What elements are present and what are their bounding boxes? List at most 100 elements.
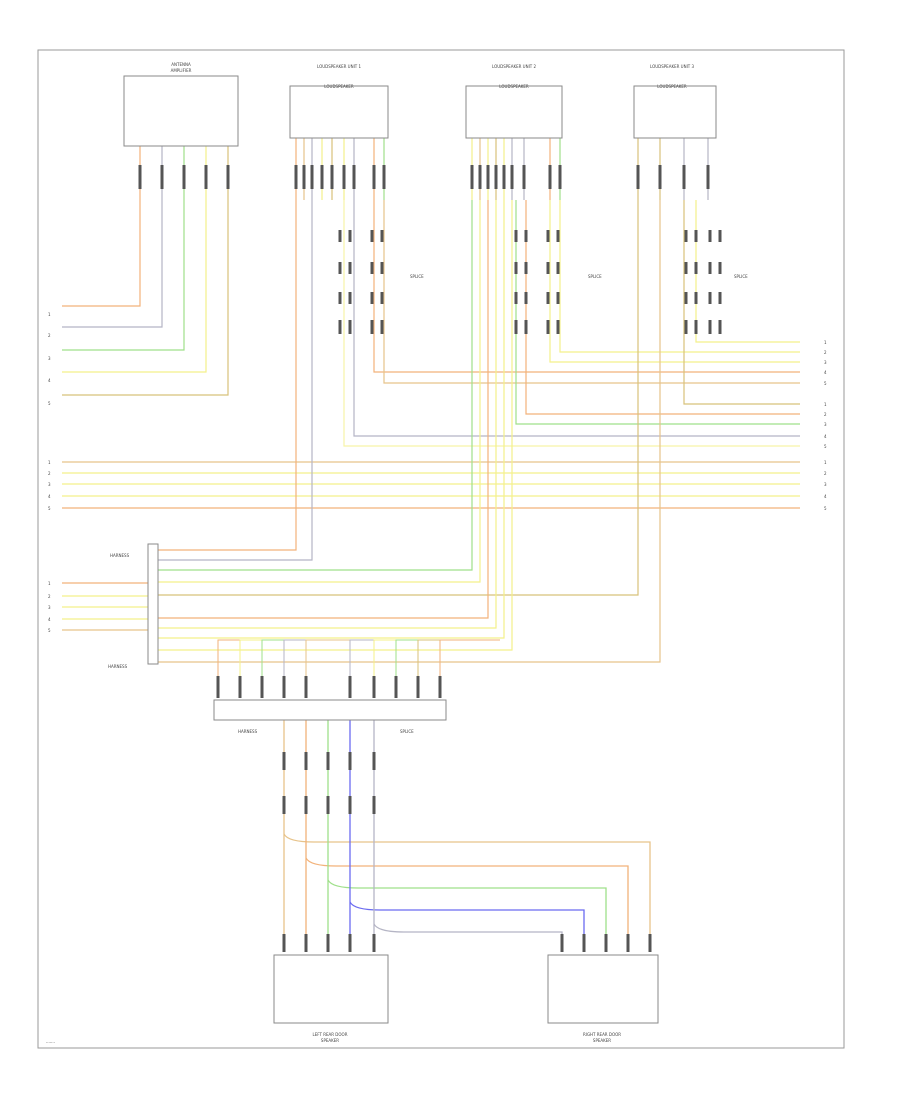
- splice-pin: [348, 320, 352, 334]
- right-label-group1-2: 2: [824, 350, 827, 355]
- right-door-wire-1: [283, 833, 651, 940]
- splice-pin: [524, 320, 528, 334]
- right-bus1-wire-5: [383, 200, 800, 384]
- right-label-group3-2: 2: [824, 471, 827, 476]
- harness-label-top: HARNESS: [110, 553, 130, 558]
- left-label-group3-3: 3: [48, 605, 51, 610]
- component-name-unit-3: LOUDSPEAKER UNIT 3: [650, 64, 694, 69]
- splice-pin: [708, 292, 712, 304]
- component-name-right-rear-door: RIGHT REAR DOOR: [583, 1032, 621, 1037]
- right-label-group1-5: 5: [824, 381, 827, 386]
- splice-pin: [370, 320, 374, 334]
- bottom-connector-pin: [416, 676, 420, 698]
- right-door-wire-2: [305, 857, 629, 940]
- right-door-wire-4: [349, 901, 585, 940]
- door-connector-pin: [326, 752, 330, 770]
- door-connector-pin: [372, 752, 376, 770]
- right-door-pin: [582, 934, 586, 952]
- splice-pin: [556, 262, 560, 274]
- left-label-group2-4: 4: [48, 494, 51, 499]
- component-desc-antenna: AMPLIFIER: [171, 68, 192, 73]
- splice-pin: [514, 292, 518, 304]
- door-connector-pin: [326, 796, 330, 814]
- component-box-right-rear-door: [547, 954, 659, 1024]
- antenna-connector-pin: [204, 165, 208, 189]
- splice-pin: [718, 292, 722, 304]
- splice-pin: [514, 262, 518, 274]
- component-name-left-rear-door: LEFT REAR DOOR: [313, 1032, 348, 1037]
- harness-connector-block: [147, 543, 159, 665]
- bottom-stub-wire-9: [417, 639, 478, 676]
- bottom-stub-wire-6: [349, 639, 410, 676]
- unit1-connector-pin: [294, 165, 298, 189]
- antenna-connector-pin: [138, 165, 142, 189]
- splice-pin: [718, 262, 722, 274]
- left-label-group1-5: 5: [48, 401, 51, 406]
- splice-pin: [380, 320, 384, 334]
- bottom-connector-pin: [282, 676, 286, 698]
- component-desc-unit-3: LOUDSPEAKER: [657, 84, 687, 89]
- right-door-pin: [560, 934, 564, 952]
- component-box-left-rear-door: [273, 954, 389, 1024]
- right-door-pin: [604, 934, 608, 952]
- component-desc-unit-1: LOUDSPEAKER: [324, 84, 354, 89]
- right-label-group2-1: 1: [824, 402, 827, 407]
- splice-pin: [514, 320, 518, 334]
- bottom-connector-pin: [348, 676, 352, 698]
- splice-pin: [684, 320, 688, 334]
- unit1-connector-pin: [320, 165, 324, 189]
- right-label-group1-3: 3: [824, 360, 827, 365]
- splice-pin: [348, 292, 352, 304]
- left-label-group2-2: 2: [48, 471, 51, 476]
- unit1-connector-pin: [352, 165, 356, 189]
- splice-pin: [556, 320, 560, 334]
- component-name-unit-2: LOUDSPEAKER UNIT 2: [492, 64, 536, 69]
- right-bus2-wire-5: [343, 200, 800, 447]
- bottom-stub-wire-10: [439, 639, 500, 676]
- splice-pin: [556, 292, 560, 304]
- right-bus1-wire-2: [559, 200, 800, 353]
- right-bus1-wire-1: [695, 200, 800, 343]
- harness-lower-wire-4: [158, 200, 513, 651]
- unit1-connector-pin: [330, 165, 334, 189]
- splice-pin: [380, 292, 384, 304]
- right-label-group3-3: 3: [824, 482, 827, 487]
- unit3-connector-pin: [682, 165, 686, 189]
- bottom-stub-wire-7: [373, 639, 434, 676]
- door-connector-pin: [282, 752, 286, 770]
- right-label-group2-3: 3: [824, 422, 827, 427]
- unit2-connector-pin: [522, 165, 526, 189]
- left-label-group1-2: 2: [48, 333, 51, 338]
- bottom-connector-pin: [438, 676, 442, 698]
- bottom-connector-pin: [372, 676, 376, 698]
- splice-pin: [524, 292, 528, 304]
- harness-upper-wire-3: [158, 200, 473, 571]
- door-connector-pin: [304, 752, 308, 770]
- bottom-connector-pin: [238, 676, 242, 698]
- component-box-unit-3: [633, 85, 717, 139]
- unit2-connector-pin: [478, 165, 482, 189]
- bottom-connector-pin: [216, 676, 220, 698]
- splice-pin: [348, 230, 352, 242]
- bottom-connector-pin: [394, 676, 398, 698]
- diagram-frame: [37, 49, 845, 1049]
- right-door-wire-5: [373, 923, 563, 940]
- splice-pin: [348, 262, 352, 274]
- splice-pin: [694, 320, 698, 334]
- unit3-connector-pin: [706, 165, 710, 189]
- splice-pin: [338, 230, 342, 242]
- harness-label-mid: HARNESS: [108, 664, 128, 669]
- bottom-stub-wire-3: [261, 639, 322, 676]
- splice-label-1: SPLICE: [410, 274, 424, 279]
- splice-label-3: SPLICE: [734, 274, 748, 279]
- left-door-pin: [348, 934, 352, 952]
- left-door-pin: [372, 934, 376, 952]
- unit1-connector-pin: [382, 165, 386, 189]
- splice-pin: [684, 262, 688, 274]
- left-door-pin: [282, 934, 286, 952]
- right-door-wire-3: [327, 879, 607, 940]
- component-desc-left-rear-door: SPEAKER: [321, 1038, 339, 1043]
- door-connector-pin: [348, 796, 352, 814]
- left-label-group3-5: 5: [48, 628, 51, 633]
